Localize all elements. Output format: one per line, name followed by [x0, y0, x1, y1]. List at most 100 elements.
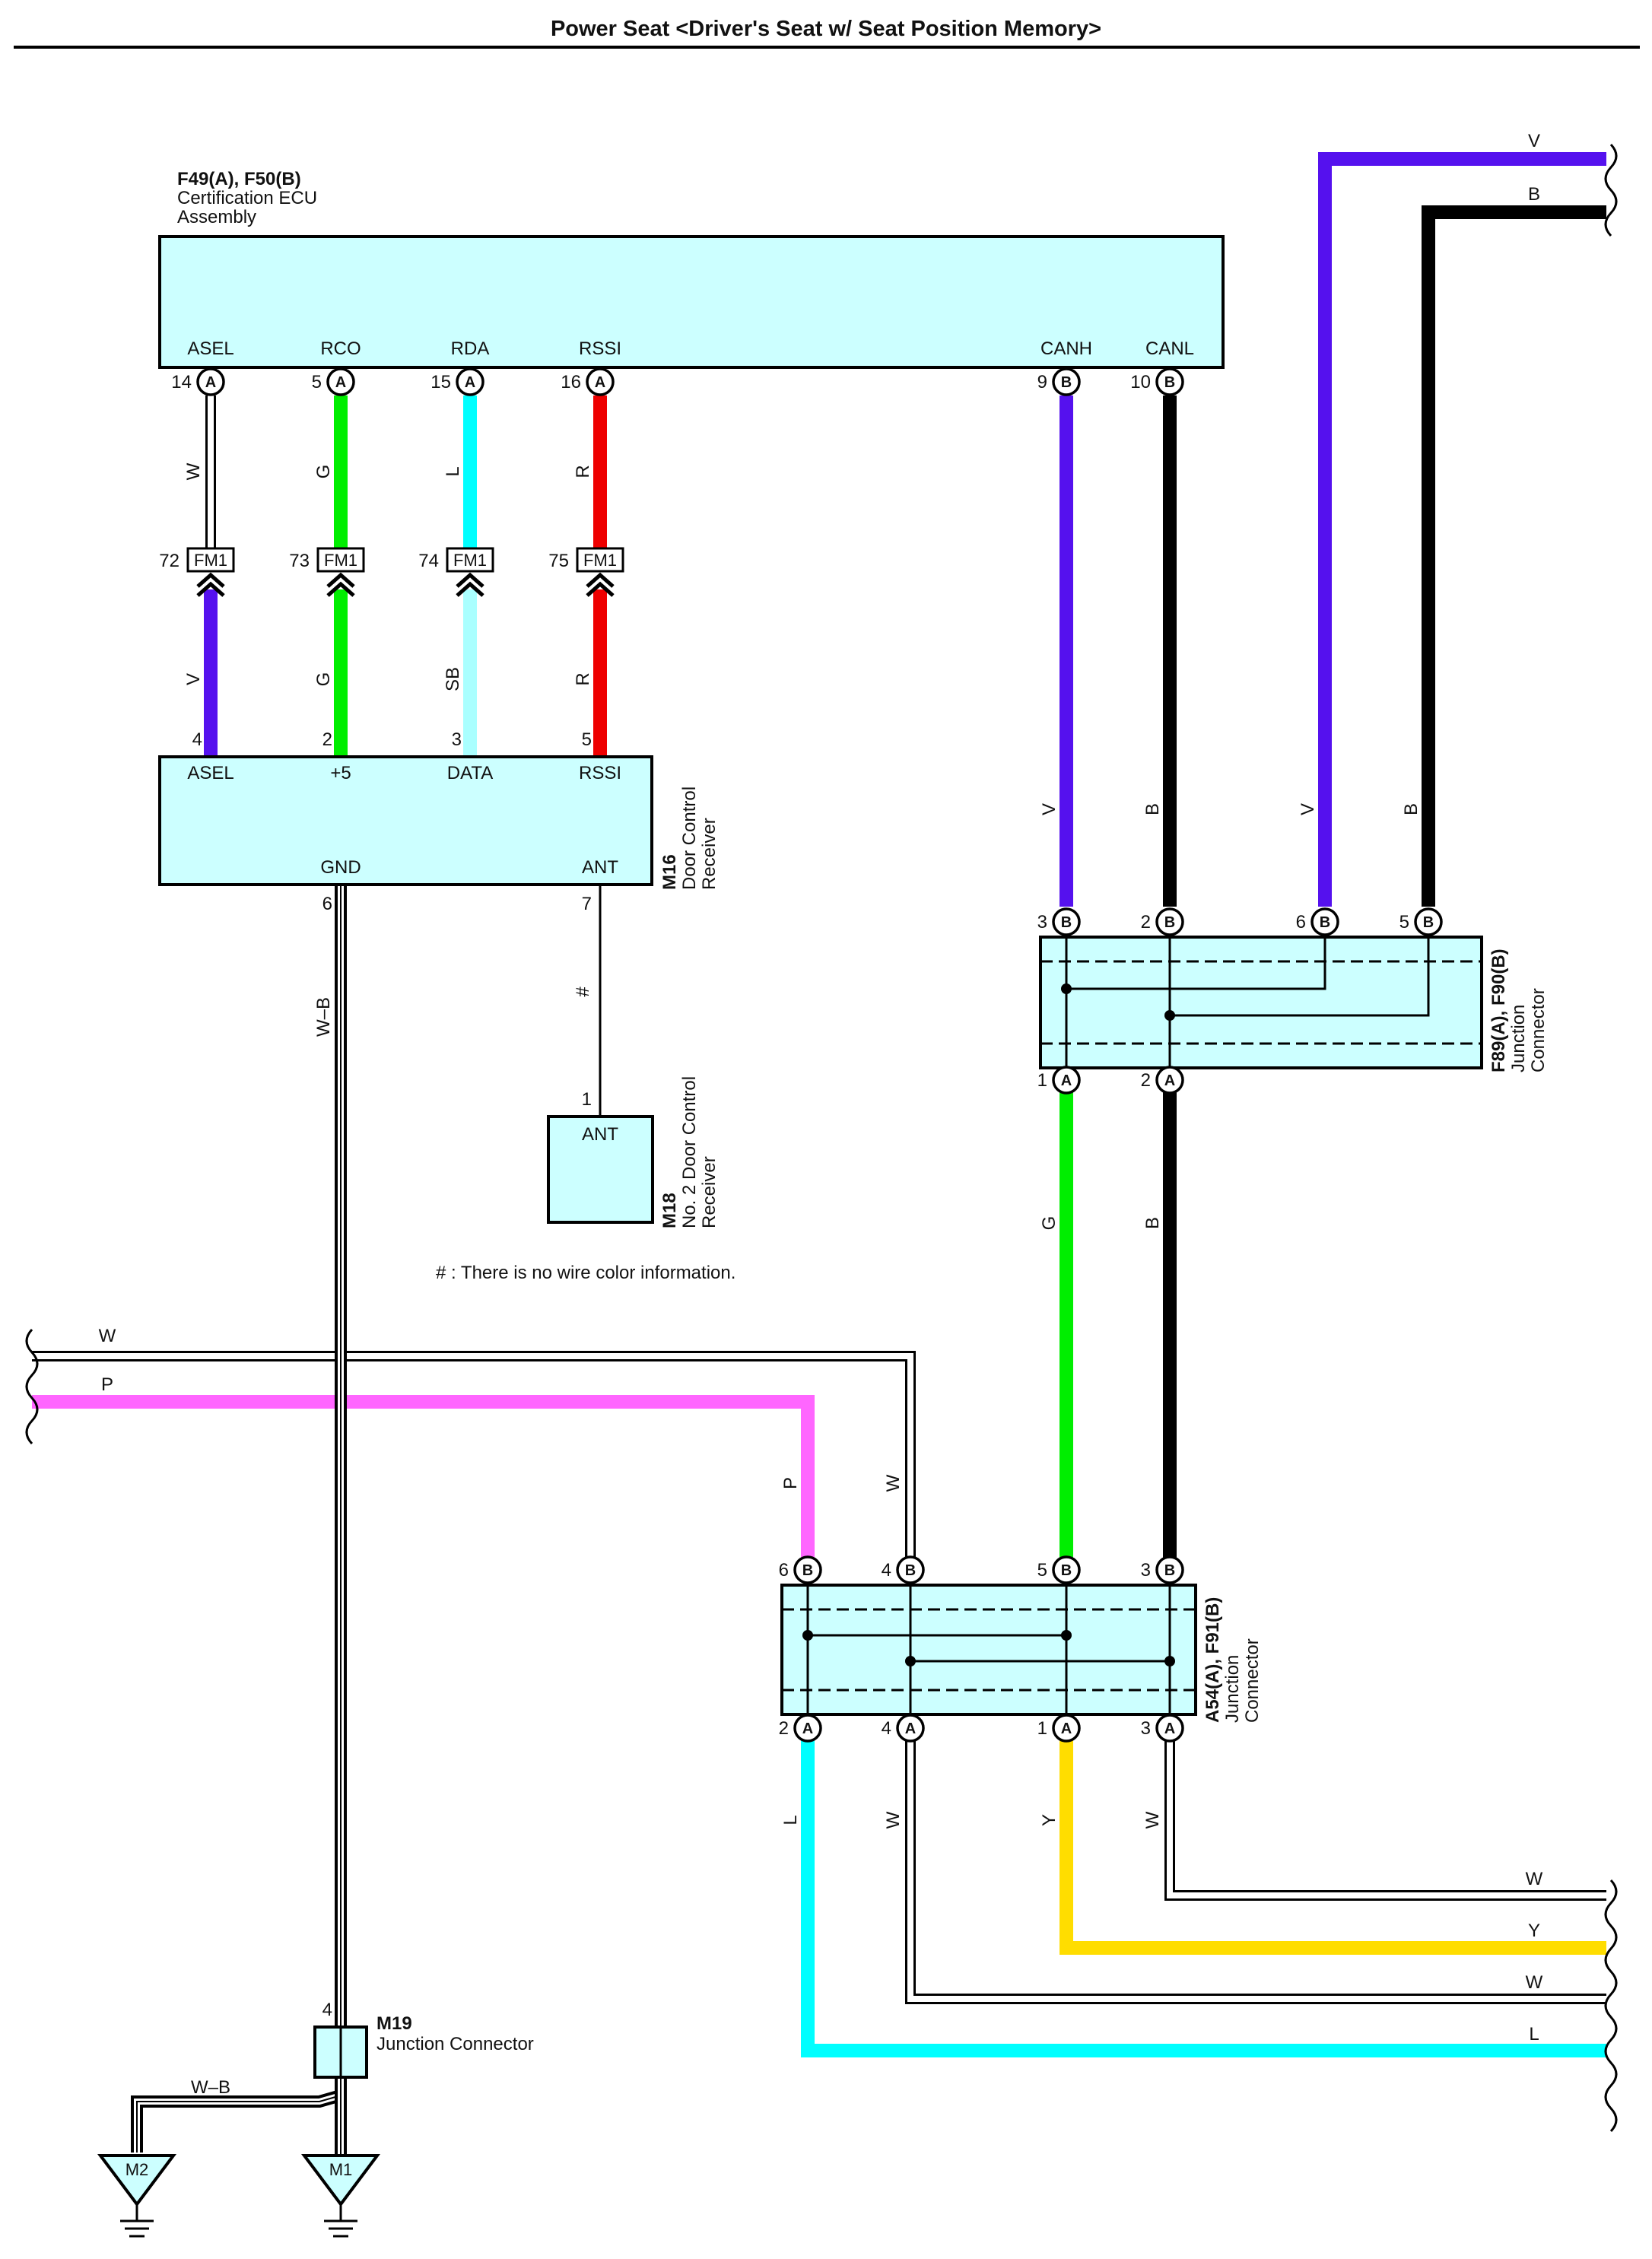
m18-name-line1: No. 2 Door Control [679, 1076, 700, 1228]
connector-pin [196, 367, 225, 396]
m19-code: M19 [376, 2013, 412, 2034]
wire-label: G [1039, 1216, 1060, 1231]
pin-number: 6 [322, 894, 332, 914]
pin-number: 74 [418, 551, 439, 571]
wire-label: B [1528, 184, 1540, 205]
wire-label: G [313, 465, 334, 479]
ecu-pin-canl: CANL [1145, 338, 1194, 359]
pin-number: 3 [452, 729, 462, 750]
pin-number: 16 [561, 372, 581, 392]
wire-right-v [1318, 152, 1606, 907]
pin-number: 72 [159, 551, 179, 571]
wire-label: V [183, 673, 204, 685]
wire-label: P [101, 1374, 113, 1395]
wire-label: G [313, 672, 334, 687]
f89-name-line1: Junction [1508, 1005, 1529, 1072]
m18-code: M18 [659, 1193, 680, 1228]
junction-connector-f89: 3 2 6 5 1 2 F89(A), F90(B) Junction Conn… [1037, 907, 1549, 1095]
ground-m2: M2 [97, 2154, 176, 2238]
pin-number: 3 [1037, 912, 1047, 933]
connector-pin [896, 1714, 925, 1743]
wire-out-y [1060, 1740, 1606, 1955]
m18-pin-ant: ANT [582, 1124, 618, 1145]
wire-label: P [780, 1477, 801, 1489]
m16-pin-ant: ANT [582, 857, 618, 878]
wire-label: Y [1039, 1814, 1060, 1826]
f89-body [1039, 936, 1483, 1069]
fm1-label: FM1 [324, 551, 357, 570]
connector-pin [586, 367, 615, 396]
pin-number: 7 [582, 894, 592, 914]
wire-out-l [801, 1740, 1606, 2057]
fm1-label: FM1 [453, 551, 487, 570]
pin-number: 5 [312, 372, 322, 392]
ecu-body [158, 235, 1225, 369]
a54-body [780, 1584, 1197, 1716]
ecu-code: F49(A), F50(B) [177, 169, 301, 189]
pin-number: 2 [1141, 912, 1151, 933]
pin-number: 10 [1130, 372, 1151, 392]
pin-number: 14 [171, 372, 192, 392]
wire-color-labels: W G L R V G SB R W–B # V B V B G B P W L… [99, 131, 1543, 2098]
ecu-pin-canh: CANH [1040, 338, 1092, 359]
ecu-name-line2: Assembly [177, 207, 256, 227]
ecu-pin-rssi: RSSI [579, 338, 621, 359]
a54-name-line2: Connector [1242, 1638, 1263, 1723]
pin-number: 73 [289, 551, 310, 571]
pin-number: 3 [1141, 1718, 1151, 1739]
fm1-connector: FM1 75 [548, 547, 624, 596]
connector-pin [456, 367, 484, 396]
connector-pin [793, 1714, 822, 1743]
m16-pin-data: DATA [447, 763, 493, 783]
pin-number: 15 [430, 372, 451, 392]
wire-label: L [780, 1815, 801, 1825]
pin-number: 1 [1037, 1070, 1047, 1091]
fm1-connector: FM1 73 [289, 547, 365, 596]
connector-pin [1310, 907, 1339, 936]
m16-code: M16 [659, 854, 680, 890]
junction-connector-a54: 6 4 5 3 2 4 1 3 A54(A), F91(B) Junction … [779, 1555, 1263, 1743]
connector-pin [1155, 1714, 1184, 1743]
wire-break-marks [25, 143, 1618, 2133]
note-text: # : There is no wire color information. [436, 1263, 735, 1283]
fm1-connectors: FM1 72 FM1 73 FM1 74 FM1 75 [159, 547, 624, 596]
wire-label: W [883, 1474, 904, 1492]
page-title: Power Seat <Driver's Seat w/ Seat Positi… [551, 17, 1101, 41]
wire-label: W [99, 1326, 116, 1346]
m19-name: Junction Connector [376, 2034, 534, 2054]
wire-label: V [1039, 803, 1060, 815]
ground-m1: M1 [301, 2154, 380, 2238]
door-control-receiver-m16: ASEL +5 DATA RSSI GND ANT 4 2 3 5 6 7 M1… [158, 729, 720, 914]
m18-name-line2: Receiver [699, 1156, 720, 1228]
ground-label: M2 [125, 2160, 149, 2179]
wire-label: B [1401, 803, 1422, 815]
wire-left-p [32, 1395, 815, 1559]
ecu-pin-asel: ASEL [187, 338, 234, 359]
connector-pin [793, 1555, 822, 1584]
pin-number: 1 [1037, 1718, 1047, 1739]
pin-number: 6 [779, 1560, 789, 1581]
junction-connector-m19: 4 M19 Junction Connector [313, 2000, 534, 2079]
pin-number: 4 [192, 729, 202, 750]
fm1-connector: FM1 72 [159, 547, 235, 596]
wire-label: R [573, 465, 593, 478]
pin-number: 75 [548, 551, 569, 571]
connector-pin [1052, 1066, 1081, 1095]
connector-pin [1052, 1555, 1081, 1584]
fm1-label: FM1 [194, 551, 227, 570]
pin-number: 6 [1296, 912, 1306, 933]
connector-pin [1155, 1555, 1184, 1584]
m16-pin-gnd: GND [320, 857, 361, 878]
f89-name-line2: Connector [1528, 988, 1549, 1072]
wire-out-w3 [1164, 1740, 1606, 1901]
m16-pin-rssi: RSSI [579, 763, 621, 783]
wire-label: L [443, 466, 463, 476]
m16-name-line1: Door Control [679, 786, 700, 890]
ecu-pin-rda: RDA [451, 338, 490, 359]
m16-name-line2: Receiver [699, 818, 720, 890]
connector-pin [1052, 1714, 1081, 1743]
pin-number: 5 [1037, 1560, 1047, 1581]
connector-pin [1052, 367, 1081, 396]
pin-number: 2 [1141, 1070, 1151, 1091]
wire-label: W [183, 462, 204, 480]
